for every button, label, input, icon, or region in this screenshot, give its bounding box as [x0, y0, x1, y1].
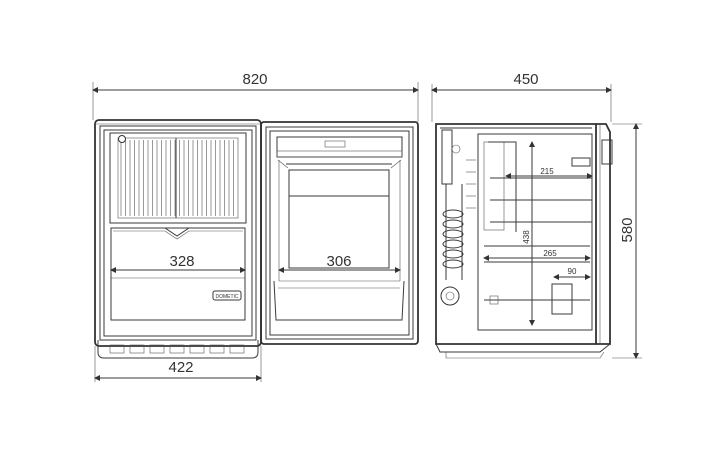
burner-icon: [440, 286, 460, 306]
shelf-depth-label: 215: [540, 167, 554, 176]
open-door-interior: 306: [260, 121, 419, 345]
height-dimension: 580: [612, 123, 642, 359]
absorption-cooling-unit: [442, 159, 476, 269]
brand-badge: [212, 290, 242, 301]
front-view-door-open: 820 DOMETIC 328: [92, 71, 419, 382]
door-shelf-depth-label: 90: [568, 267, 577, 276]
cabinet-width-label: 422: [168, 359, 193, 376]
interior-height-label: 438: [522, 230, 531, 244]
cabinet-inner-door: DOMETIC 328: [94, 119, 262, 359]
evaporator-fins: [120, 138, 234, 218]
depth-label: 450: [513, 71, 538, 88]
vent-grille: [109, 344, 245, 354]
side-section-view: 450 215: [431, 71, 642, 359]
brand-badge-text: DOMETIC: [215, 294, 238, 300]
depth-dimension: 450: [431, 71, 612, 122]
interior-height-dimension: 438: [522, 141, 535, 326]
door-shelf-depth-dimension: 90: [553, 267, 591, 280]
overall-width-label: 820: [242, 71, 267, 88]
cabinet-width-dimension: 422: [94, 346, 262, 382]
height-label: 580: [619, 217, 636, 242]
overall-width-dimension: 820: [92, 71, 419, 122]
shelf-depth-dimension: 215: [505, 167, 593, 179]
lower-depth-label: 265: [543, 249, 557, 258]
inner-door-width-label: 328: [169, 253, 194, 270]
lower-depth-dimension: 265: [483, 249, 591, 261]
interior-width-label: 306: [326, 253, 351, 270]
thermostat-knob-icon: [118, 135, 126, 143]
